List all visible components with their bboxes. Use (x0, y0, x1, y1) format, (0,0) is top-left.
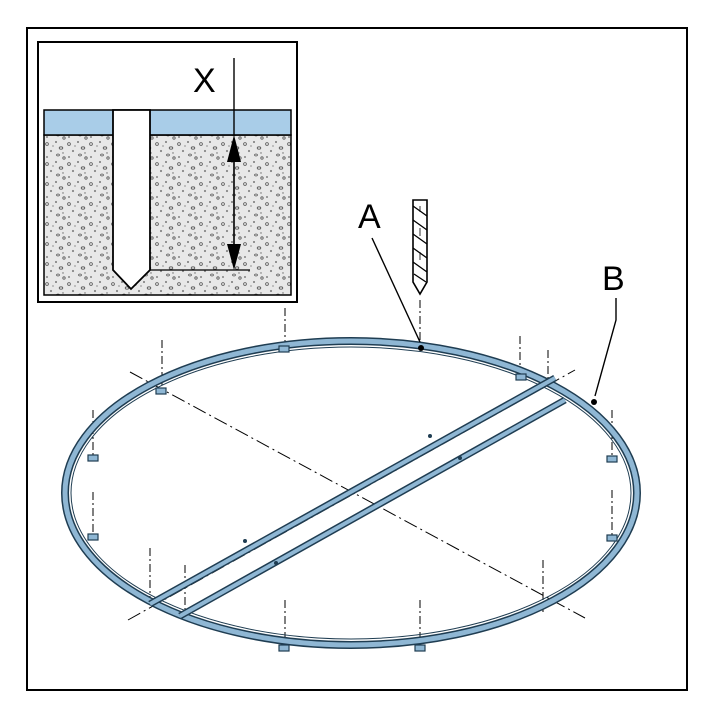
label-b: B (602, 260, 625, 298)
drilled-hole (112, 109, 151, 291)
label-a-callout: A (358, 198, 424, 351)
depth-arrow-bottom (227, 244, 241, 270)
ring-point-b (591, 399, 597, 405)
label-b-callout: B (591, 260, 625, 405)
center-line-diagonal-1 (129, 371, 586, 619)
drill-hole-detail: X (37, 41, 298, 303)
blue-top-layer (43, 109, 292, 136)
concrete-block (43, 134, 292, 296)
anchor-point-a (418, 345, 424, 351)
cross-bar-upper (148, 374, 557, 608)
label-a: A (358, 198, 381, 236)
cross-bar-lower (178, 396, 567, 620)
drill-bit-icon (412, 199, 428, 296)
mounting-brackets (87, 345, 618, 652)
center-marks (92, 308, 613, 650)
depth-arrow-top (227, 135, 241, 162)
bar-pins (243, 434, 462, 565)
diagram-border (26, 27, 688, 691)
depth-label: X (193, 62, 216, 100)
frame-assembly (61, 308, 641, 652)
